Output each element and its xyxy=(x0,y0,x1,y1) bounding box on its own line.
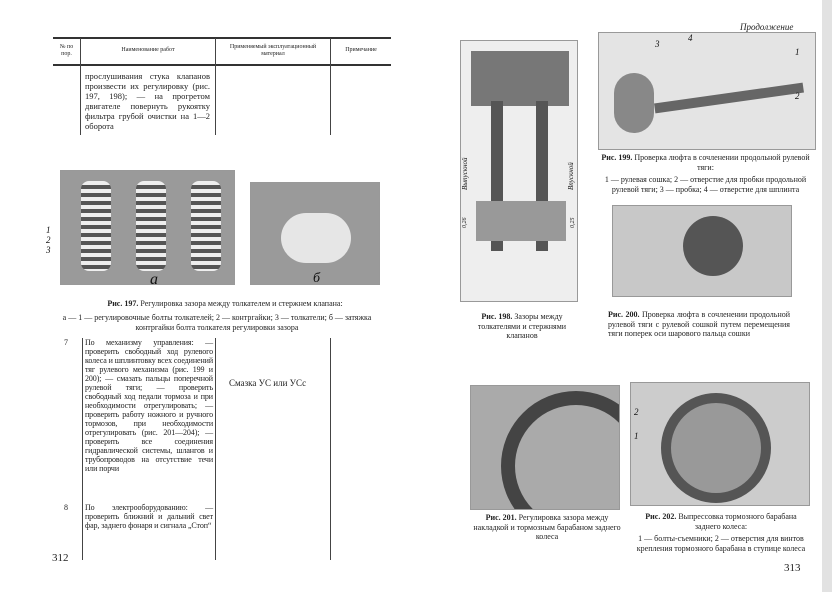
table-top-rule xyxy=(53,37,391,39)
fig199-label-3: 3 xyxy=(655,39,660,49)
col-divider xyxy=(82,338,83,560)
fig199-caption: Рис. 199. Проверка люфта в сочленении пр… xyxy=(601,153,810,172)
fig197-label-2: 2 xyxy=(46,235,51,245)
fig200-caption: Рис. 200. Проверка люфта в сочленении пр… xyxy=(608,310,791,338)
header-works: Наименование работ xyxy=(121,47,175,53)
fig198-label-exhaust: Выпускной xyxy=(461,157,469,190)
row-7-material: Смазка УС или УСс xyxy=(229,378,307,388)
page-number-right: 313 xyxy=(784,562,801,574)
fig198-label-gap2: 0,25 xyxy=(570,217,576,229)
fig198-label-intake: Впускной xyxy=(567,162,575,190)
row-7-text: По механизму управления: — проверить сво… xyxy=(85,338,213,473)
fig201-image xyxy=(470,385,620,510)
row-8-text: По электрооборудованию: — проверить ближ… xyxy=(85,503,213,530)
fig199-label-4: 4 xyxy=(688,33,693,43)
fig197-legend: а — 1 — регулировочные болты толкателей;… xyxy=(62,313,372,332)
fig197b-image xyxy=(250,182,380,285)
fig200-image xyxy=(612,205,792,297)
col-divider xyxy=(80,38,81,135)
fig201-caption: Рис. 201. Регулировка зазора между накла… xyxy=(473,513,621,541)
fig202-label-2: 2 xyxy=(634,407,639,417)
fig197a-image xyxy=(60,170,235,285)
fig199-label-2: 2 xyxy=(795,91,800,101)
fig198-label-gap1: 0,26 xyxy=(462,217,468,229)
continuation-label: Продолжение xyxy=(740,22,794,32)
fig202-label-1: 1 xyxy=(634,431,639,441)
fig202-caption: Рис. 202. Выпрессовка тормозного барабан… xyxy=(645,512,797,531)
table-header-rule xyxy=(53,64,391,66)
scrollbar[interactable] xyxy=(822,0,832,592)
fig199-label-1: 1 xyxy=(795,47,800,57)
fig202-image xyxy=(630,382,810,506)
fig197-label-1: 1 xyxy=(46,225,51,235)
row-7-num: 7 xyxy=(64,338,68,347)
fig199-image xyxy=(598,32,816,150)
header-num: № по пор. xyxy=(59,44,74,57)
fig197-caption: Рис. 197. Регулировка зазора между толка… xyxy=(107,299,343,308)
col-divider xyxy=(215,38,216,135)
col-divider xyxy=(330,38,331,135)
fig199-legend: 1 — рулевая сошка; 2 — отверстие для про… xyxy=(604,175,807,194)
header-material: Применяемый эксплуатационный материал xyxy=(229,44,317,57)
page-number-left: 312 xyxy=(52,552,69,564)
row-cont-text: прослушивания стука клапанов произвести … xyxy=(85,71,210,131)
fig197-label-b: б xyxy=(313,271,321,286)
col-divider xyxy=(215,338,216,560)
header-note: Примечание xyxy=(345,47,377,53)
fig198-image xyxy=(460,40,578,302)
fig202-legend: 1 — болты-съемники; 2 — отверстия для ви… xyxy=(636,534,806,553)
fig197-label-a: а xyxy=(150,271,158,288)
fig198-caption: Рис. 198. Зазоры между толкателями и сте… xyxy=(477,312,567,340)
row-8-num: 8 xyxy=(64,503,68,512)
col-divider xyxy=(330,338,331,560)
fig197-label-3: 3 xyxy=(46,245,51,255)
